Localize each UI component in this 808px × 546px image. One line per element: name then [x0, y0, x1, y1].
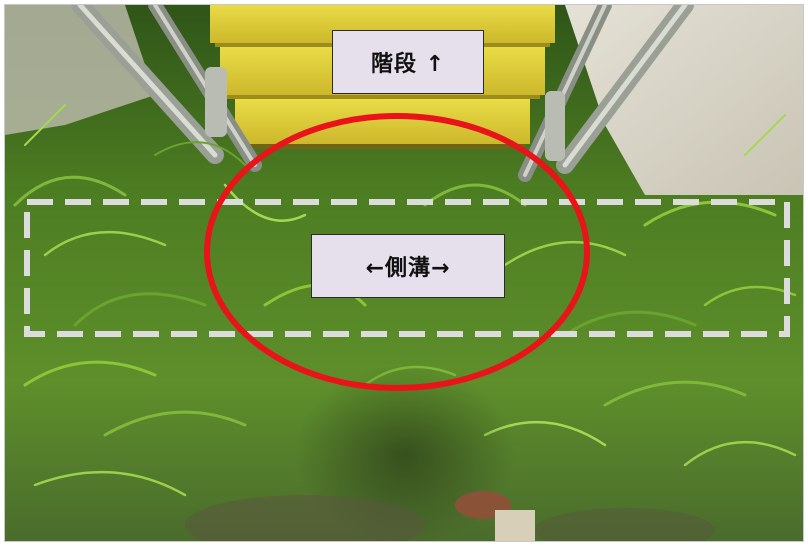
photo-frame: 階段 ↑ ←側溝→	[4, 4, 804, 542]
gutter-region-box	[24, 199, 790, 337]
shoe	[455, 491, 535, 541]
gutter-label: ←側溝→	[311, 234, 505, 298]
highlight-ellipse	[204, 113, 590, 391]
stairs-label: 階段 ↑	[332, 30, 484, 94]
ladder-frame	[71, 5, 694, 182]
